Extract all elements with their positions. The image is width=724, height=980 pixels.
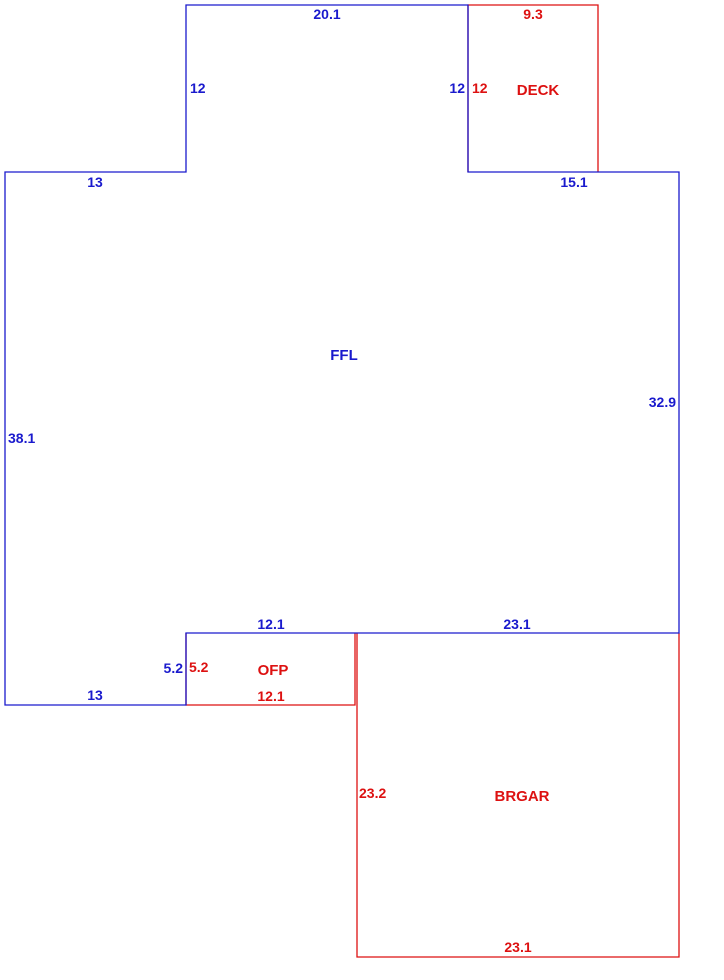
ffl-left-step-dimension: 13: [87, 174, 103, 190]
ffl-notch-dimension: 5.2: [164, 660, 184, 676]
ffl-right-upper-dimension: 12: [449, 80, 465, 96]
deck-area: 9.3 12 DECK: [467, 4, 599, 172]
ffl-outline: [4, 4, 680, 706]
ffl-bottom-left-dimension: 13: [87, 687, 103, 703]
ofp-left-dimension: 5.2: [189, 659, 209, 675]
deck-area-label: DECK: [517, 82, 560, 99]
ffl-left-dimension: 38.1: [8, 430, 35, 446]
deck-top-dimension: 9.3: [523, 6, 543, 22]
ffl-top-dimension: 20.1: [313, 6, 340, 22]
ffl-bottom-mid-dimension: 12.1: [257, 616, 284, 632]
ofp-area-label: OFP: [258, 662, 289, 679]
ffl-area-label: FFL: [330, 347, 358, 364]
brgar-outline: [356, 633, 680, 958]
ffl-area: 20.1 12 12 13 15.1 FFL 32.9 38.1 12.1 23…: [4, 4, 680, 706]
ffl-bottom-right-dimension: 23.1: [503, 616, 530, 632]
brgar-area: 23.2 BRGAR 23.1: [356, 633, 680, 958]
ofp-area: 5.2 OFP 12.1: [185, 633, 356, 706]
ffl-left-upper-dimension: 12: [190, 80, 206, 96]
brgar-left-dimension: 23.2: [359, 785, 386, 801]
ofp-bottom-dimension: 12.1: [257, 688, 284, 704]
brgar-area-label: BRGAR: [495, 788, 550, 805]
deck-left-dimension: 12: [472, 80, 488, 96]
ffl-right-dimension: 32.9: [649, 394, 676, 410]
brgar-bottom-dimension: 23.1: [504, 939, 531, 955]
ffl-right-step-dimension: 15.1: [560, 174, 587, 190]
